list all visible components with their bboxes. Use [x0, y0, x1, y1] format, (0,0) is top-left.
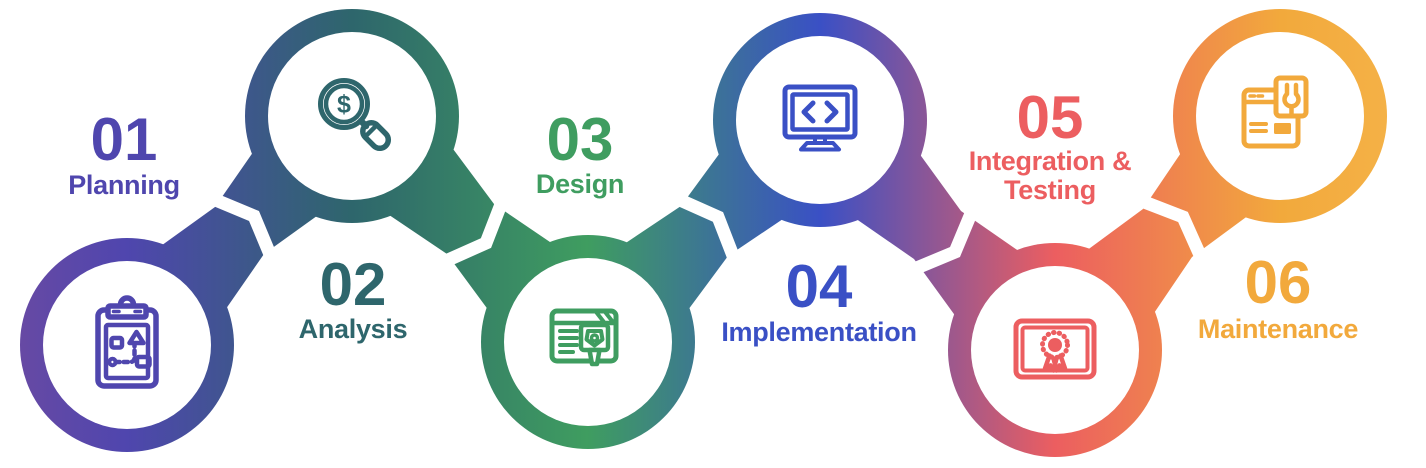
- connector-gap-chevron-1: [197, 187, 283, 273]
- step-label: Analysis: [299, 314, 408, 344]
- step-number: 04: [786, 253, 853, 320]
- step-implementation: 04 Implementation: [713, 13, 927, 347]
- connector-gap-chevron-4: [898, 195, 984, 281]
- connector-gap-chevron-5: [1125, 189, 1213, 273]
- step-number: 03: [547, 106, 614, 173]
- step-circle-inner: [268, 32, 436, 200]
- step-label: Implementation: [721, 317, 916, 347]
- step-label: Maintenance: [1198, 314, 1359, 344]
- step-design: 03 Design: [481, 106, 695, 449]
- step-circle-inner: [43, 261, 211, 429]
- dollar-glyph: $: [337, 91, 351, 119]
- connector-gap-chevron-2: [430, 185, 514, 273]
- step-number: 05: [1017, 84, 1084, 151]
- browser-pen-tool-icon: [549, 308, 619, 367]
- step-number: 02: [320, 251, 387, 318]
- step-label-line2: Testing: [1004, 175, 1096, 205]
- certificate-icon: [1013, 318, 1097, 380]
- step-number: 01: [91, 106, 158, 173]
- step-integration-testing: 05 Integration & Testing: [948, 84, 1162, 457]
- step-label: Planning: [68, 170, 180, 200]
- step-label: Integration &: [969, 146, 1132, 176]
- connector-gap-chevron-3: [662, 187, 746, 275]
- monitor-code-icon: [782, 84, 858, 152]
- step-circle-inner: [736, 36, 904, 204]
- step-maintenance: 06 Maintenance: [1173, 9, 1387, 344]
- step-analysis: $ 02 Analysis: [245, 9, 459, 344]
- step-planning: 01 Planning: [20, 106, 234, 452]
- step-label: Design: [536, 169, 624, 199]
- step-number: 06: [1245, 249, 1312, 316]
- browser-wrench-icon: [1241, 75, 1309, 149]
- connector-gaps: [197, 185, 1213, 281]
- clipboard-strategy-icon: [95, 295, 159, 389]
- magnifier-dollar-icon: $: [318, 78, 392, 152]
